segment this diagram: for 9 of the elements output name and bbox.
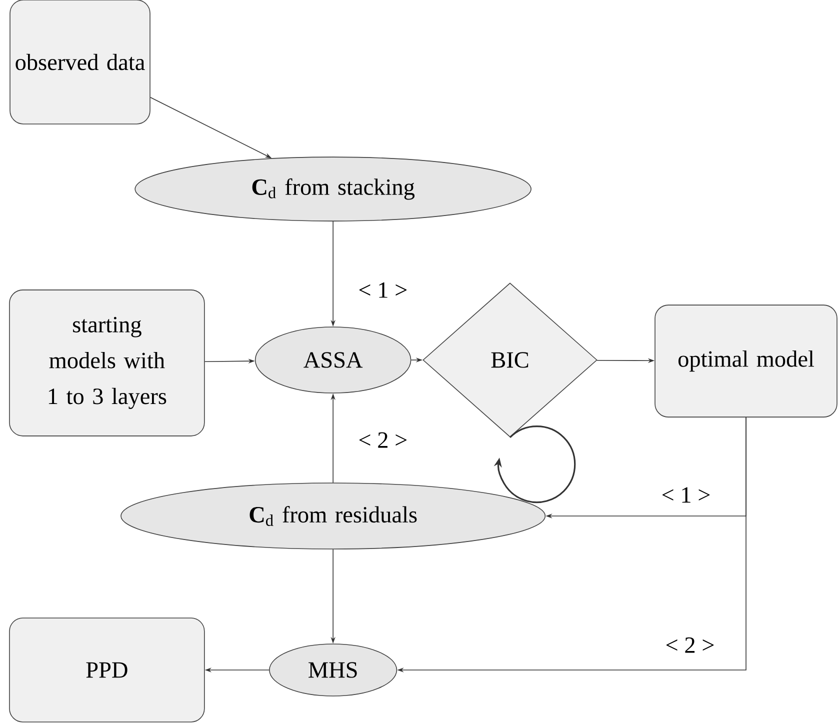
process-box: observed data (10, 0, 150, 124)
process-box: optimal model (654, 304, 838, 418)
process-box: PPD (9, 618, 205, 722)
edge-label: < 2 > (356, 430, 409, 450)
process-box: starting models with 1 to 3 layers (9, 290, 205, 436)
edge-label: < 1 > (660, 486, 712, 504)
edge-label: < 1 > (356, 281, 409, 299)
edge-label: < 2 > (664, 636, 716, 654)
loop-arrow (494, 426, 576, 504)
